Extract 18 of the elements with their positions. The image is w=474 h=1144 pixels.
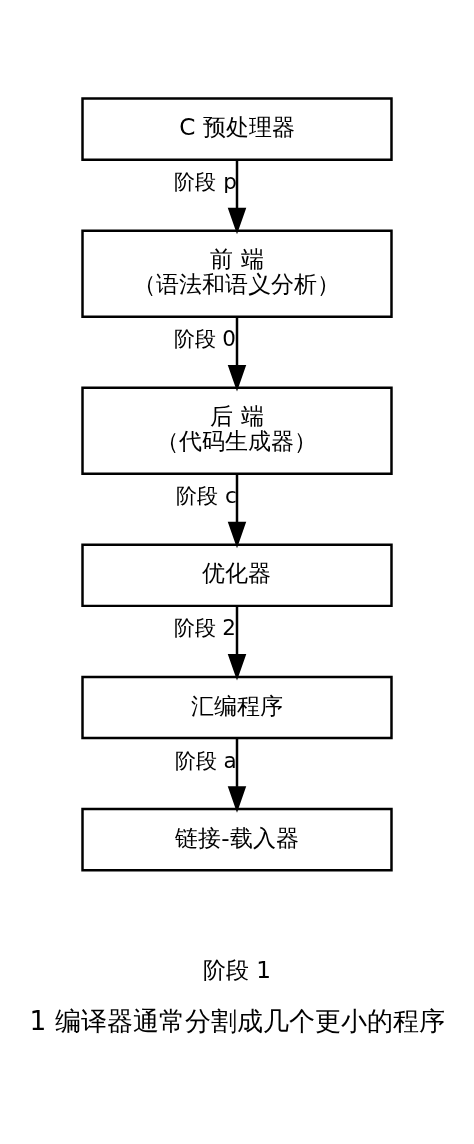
- arrow: [227, 317, 247, 392]
- node-box: C 预处理器: [81, 97, 393, 161]
- arrow: [227, 738, 247, 813]
- edge-label: 阶段 p: [174, 169, 237, 195]
- node-box: 后 端 （代码生成器）: [81, 386, 393, 475]
- edge-label: 阶段 0: [173, 326, 237, 352]
- edge-label: 阶段 a: [174, 747, 237, 773]
- edge-label: 阶段 2: [173, 615, 237, 641]
- arrow: [227, 474, 247, 549]
- label: 阶段 1: [202, 956, 272, 983]
- node-box: 前 端 （语法和语义分析）: [81, 229, 393, 318]
- node-box: 优化器: [81, 543, 393, 608]
- arrow: [227, 606, 247, 681]
- node-box: 链接-载入器: [81, 807, 393, 872]
- edge-label: 阶段 c: [176, 482, 237, 508]
- arrow: [227, 160, 247, 235]
- caption: 1 编译器通常分割成几个更小的程序: [29, 1005, 445, 1037]
- node-box: 汇编程序: [81, 675, 393, 740]
